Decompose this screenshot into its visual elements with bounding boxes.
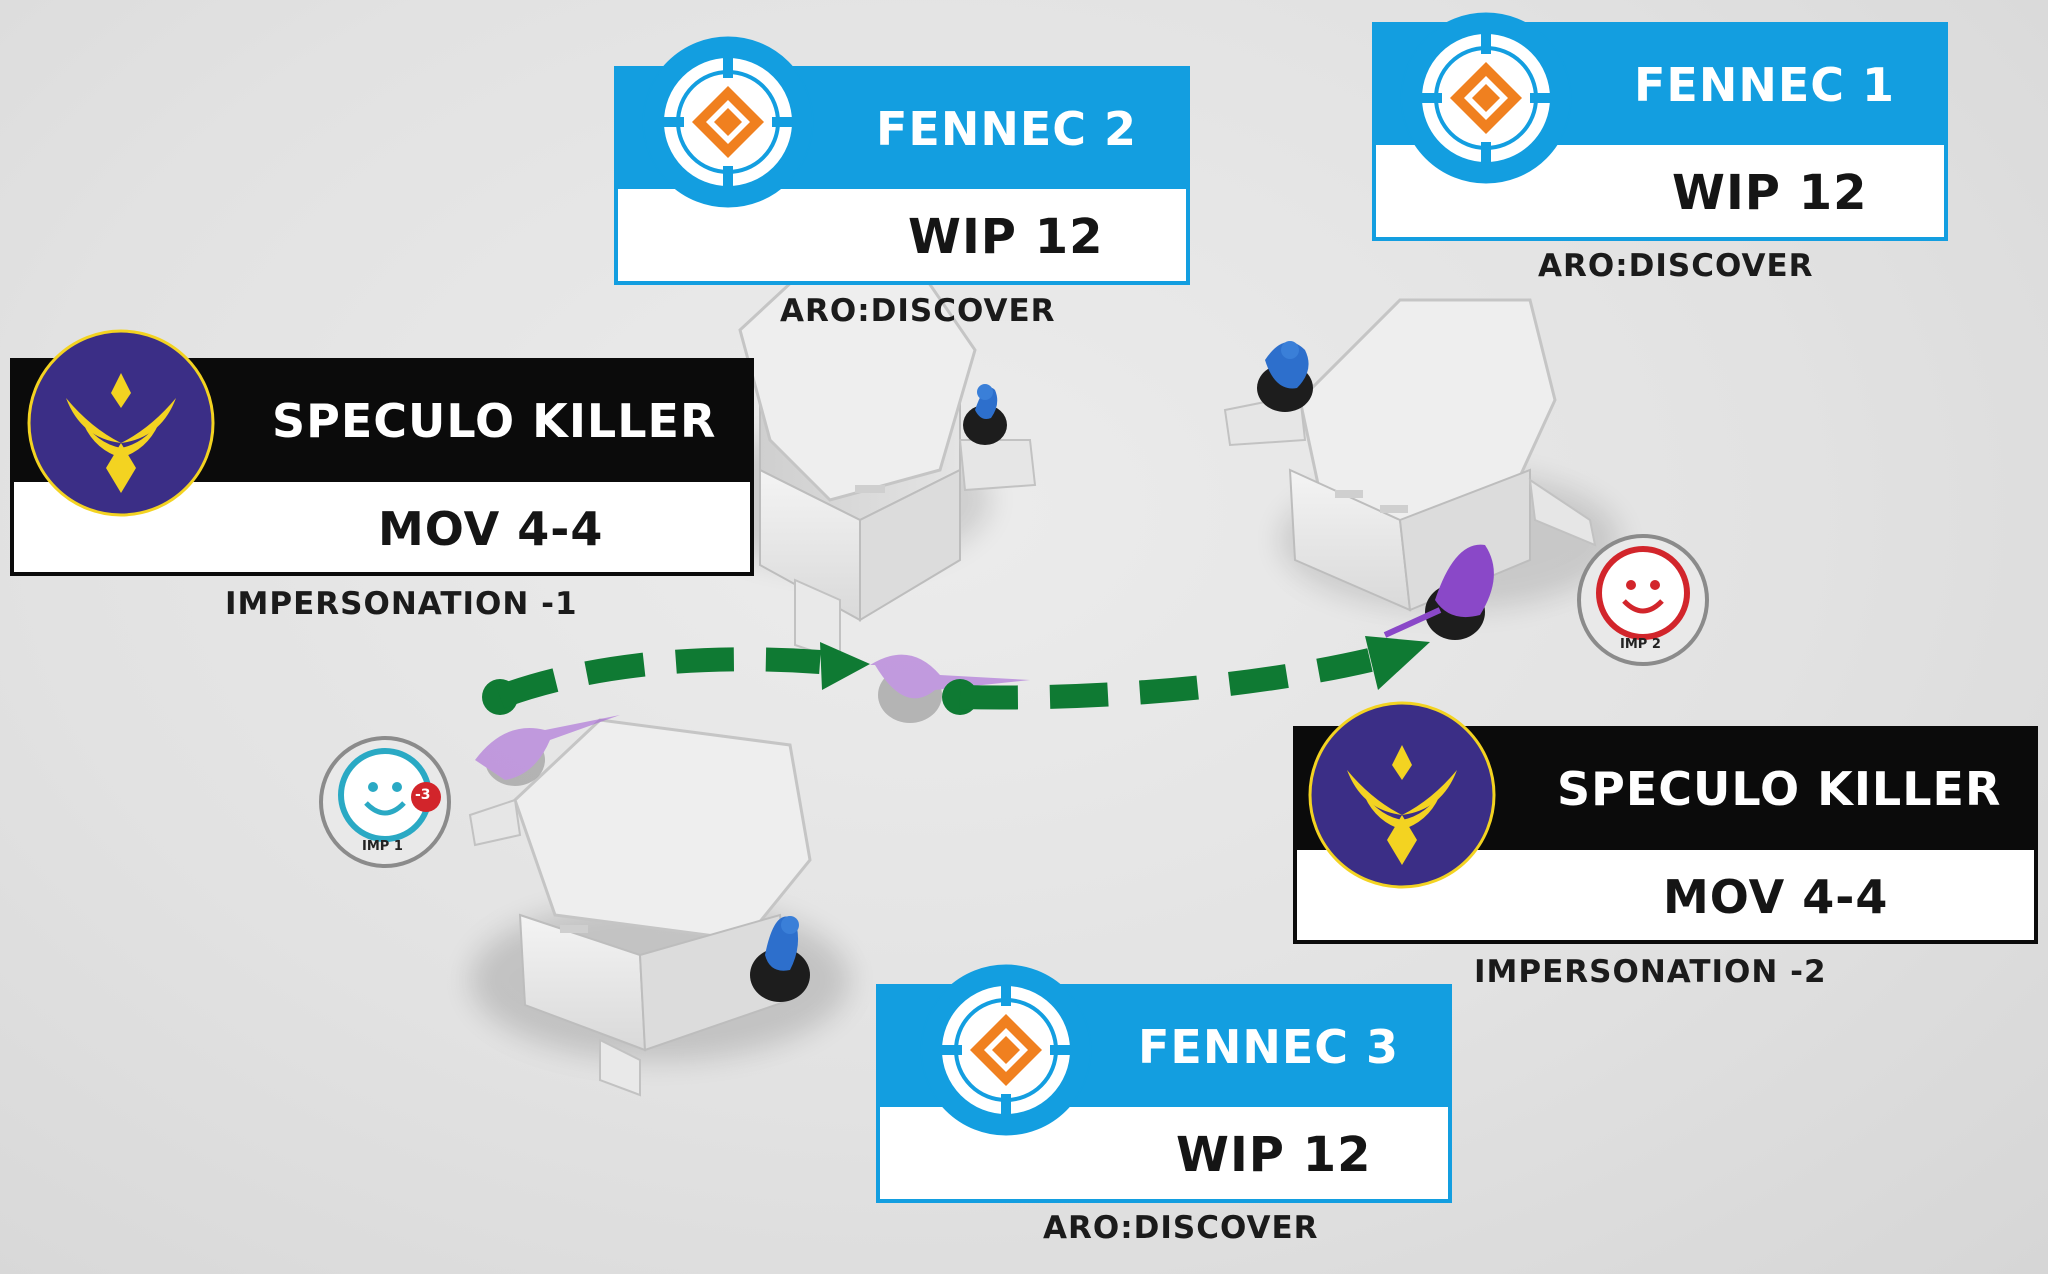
fennec-3-miniature[interactable]: [750, 916, 810, 1002]
speculo-killer-end-caption: IMPERSONATION -2: [1474, 954, 1827, 990]
imp2-label: IMP 2: [1620, 637, 1661, 652]
unit-name: SPECULO KILLER: [272, 394, 717, 448]
card-stat-box: MOV 4-4: [1293, 846, 2038, 944]
unit-stat: WIP 12: [1672, 165, 1868, 221]
speculo-killer-midway-ghost: [870, 654, 1030, 723]
fennec-1-caption: ARO:DISCOVER: [1538, 248, 1814, 284]
imp1-modifier: -3: [415, 787, 431, 803]
unit-stat: WIP 12: [1176, 1127, 1372, 1183]
imp1-token[interactable]: -3 IMP 1: [318, 735, 452, 869]
unit-stat: MOV 4-4: [378, 502, 604, 556]
hex-building-top: [690, 263, 1037, 662]
smiley-face-icon: [319, 736, 451, 868]
card-stat-box: MOV 4-4: [10, 478, 754, 576]
imp2-token[interactable]: IMP 2: [1576, 533, 1710, 667]
unit-name: FENNEC 2: [876, 102, 1138, 156]
kestrel-colonial-force-emblem-icon: [920, 964, 1092, 1136]
unit-stat: WIP 12: [908, 209, 1104, 265]
hex-building-bottom: [468, 718, 850, 1097]
speculo-killer-start-card: SPECULO KILLER MOV 4-4: [10, 329, 754, 576]
movement-arrow-1: [482, 642, 870, 715]
fennec-1-miniature[interactable]: [1257, 341, 1313, 412]
speculo-killer-emblem-icon: [26, 328, 216, 518]
speculo-killer-miniature[interactable]: [1383, 544, 1494, 640]
unit-name: FENNEC 1: [1634, 58, 1896, 112]
unit-name: FENNEC 3: [1138, 1020, 1400, 1074]
fennec-1-card: FENNEC 1 WIP 12: [1372, 12, 1948, 241]
smiley-face-icon: [1577, 534, 1709, 666]
speculo-killer-end-card: SPECULO KILLER MOV 4-4: [1293, 701, 2038, 944]
unit-name: SPECULO KILLER: [1557, 762, 2002, 816]
fennec-3-caption: ARO:DISCOVER: [1043, 1210, 1319, 1246]
kestrel-colonial-force-emblem-icon: [642, 36, 814, 208]
hex-building-right: [1223, 298, 1620, 612]
speculo-killer-start-ghost: [475, 715, 620, 786]
fennec-2-caption: ARO:DISCOVER: [780, 293, 1056, 329]
unit-stat: MOV 4-4: [1663, 870, 1889, 924]
fennec-2-card: FENNEC 2 WIP 12: [614, 36, 1190, 285]
fennec-2-miniature[interactable]: [963, 384, 1007, 445]
movement-arrow-2: [942, 636, 1430, 715]
speculo-killer-emblem-icon: [1307, 700, 1497, 890]
imp1-label: IMP 1: [362, 839, 403, 854]
fennec-3-card: FENNEC 3 WIP 12: [876, 964, 1452, 1203]
speculo-killer-start-caption: IMPERSONATION -1: [225, 586, 578, 622]
kestrel-colonial-force-emblem-icon: [1400, 12, 1572, 184]
